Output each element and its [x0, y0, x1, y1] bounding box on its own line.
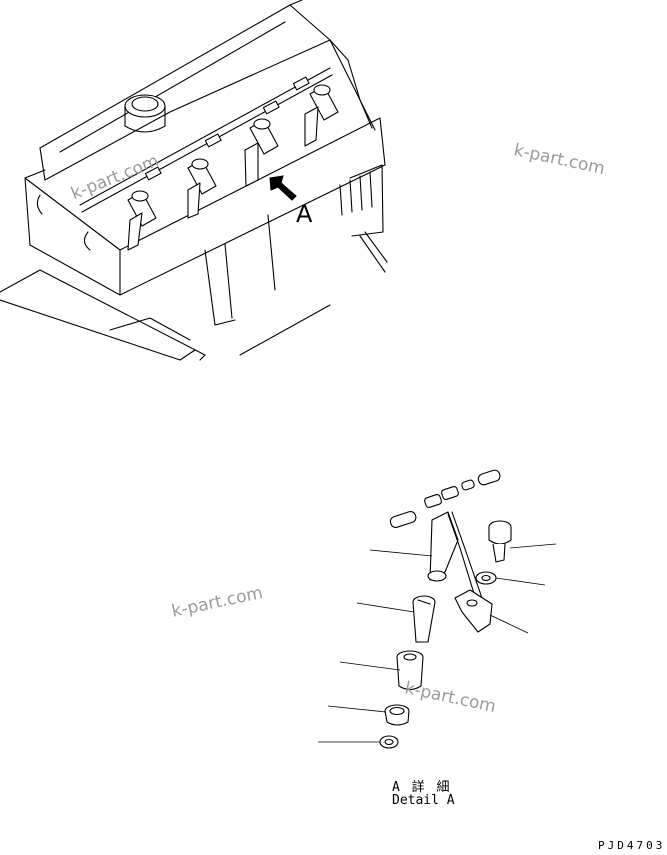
leader-lines	[318, 543, 557, 743]
view-arrow	[269, 175, 297, 201]
injector-4	[304, 84, 339, 147]
washer	[475, 571, 497, 585]
injector-detail	[427, 511, 483, 601]
injector-1	[127, 190, 157, 251]
engine-head-view	[0, 0, 388, 361]
fuel-tube	[389, 469, 501, 528]
clamp	[454, 589, 493, 633]
detail-a-view	[318, 469, 557, 749]
o-ring	[379, 735, 399, 749]
view-label: A	[296, 200, 313, 228]
injector-2	[187, 158, 217, 219]
injector-3	[244, 118, 279, 187]
seal	[384, 704, 410, 726]
drawing-code: PJD4703	[598, 839, 666, 852]
nozzle-holder	[412, 595, 436, 643]
sleeve	[396, 650, 424, 691]
detail-title-en: Detail A	[392, 793, 455, 808]
bolt	[488, 520, 512, 563]
detail-title-jp: A 詳 細	[392, 780, 452, 795]
